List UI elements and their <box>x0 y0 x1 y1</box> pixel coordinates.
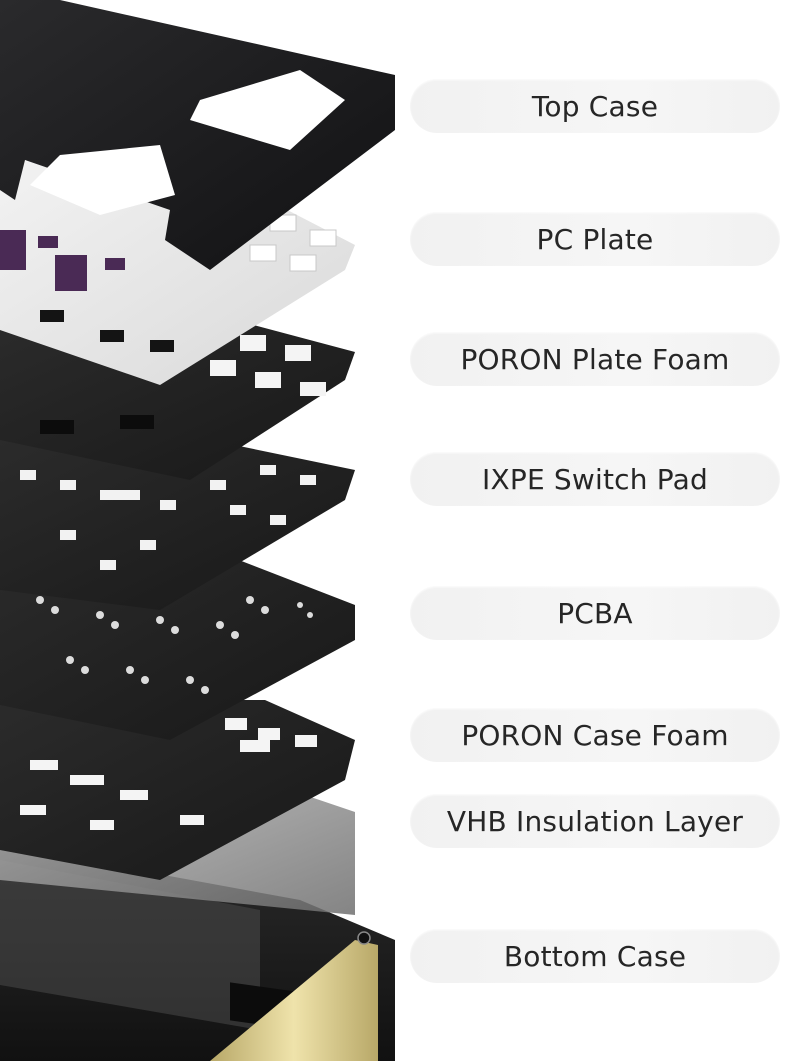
label-pill-pcba: PCBA <box>410 586 780 640</box>
label-poron-case-foam: PORON Case Foam <box>461 718 729 752</box>
label-pill-pc-plate: PC Plate <box>410 212 780 266</box>
label-bottom-case: Bottom Case <box>503 939 687 973</box>
top-case-layer <box>0 0 395 270</box>
label-pill-poron-plate-foam: PORON Plate Foam <box>410 332 780 386</box>
label-pill-ixpe-switch-pad: IXPE Switch Pad <box>410 452 780 506</box>
bottom-case-layer <box>0 845 395 1061</box>
label-vhb-insulation-layer: VHB Insulation Layer <box>446 804 744 838</box>
ixpe-switch-pad-layer <box>0 440 355 610</box>
label-pill-vhb-insulation-layer: VHB Insulation Layer <box>410 794 780 848</box>
label-pill-bottom-case: Bottom Case <box>410 929 780 983</box>
label-top-case: Top Case <box>531 89 659 123</box>
poron-case-foam-layer <box>0 700 355 880</box>
label-pill-poron-case-foam: PORON Case Foam <box>410 708 780 762</box>
label-poron-plate-foam: PORON Plate Foam <box>460 342 730 376</box>
label-pill-top-case: Top Case <box>410 79 780 133</box>
label-pcba: PCBA <box>557 596 633 630</box>
label-ixpe-switch-pad: IXPE Switch Pad <box>482 462 708 496</box>
label-pc-plate: PC Plate <box>536 222 654 256</box>
